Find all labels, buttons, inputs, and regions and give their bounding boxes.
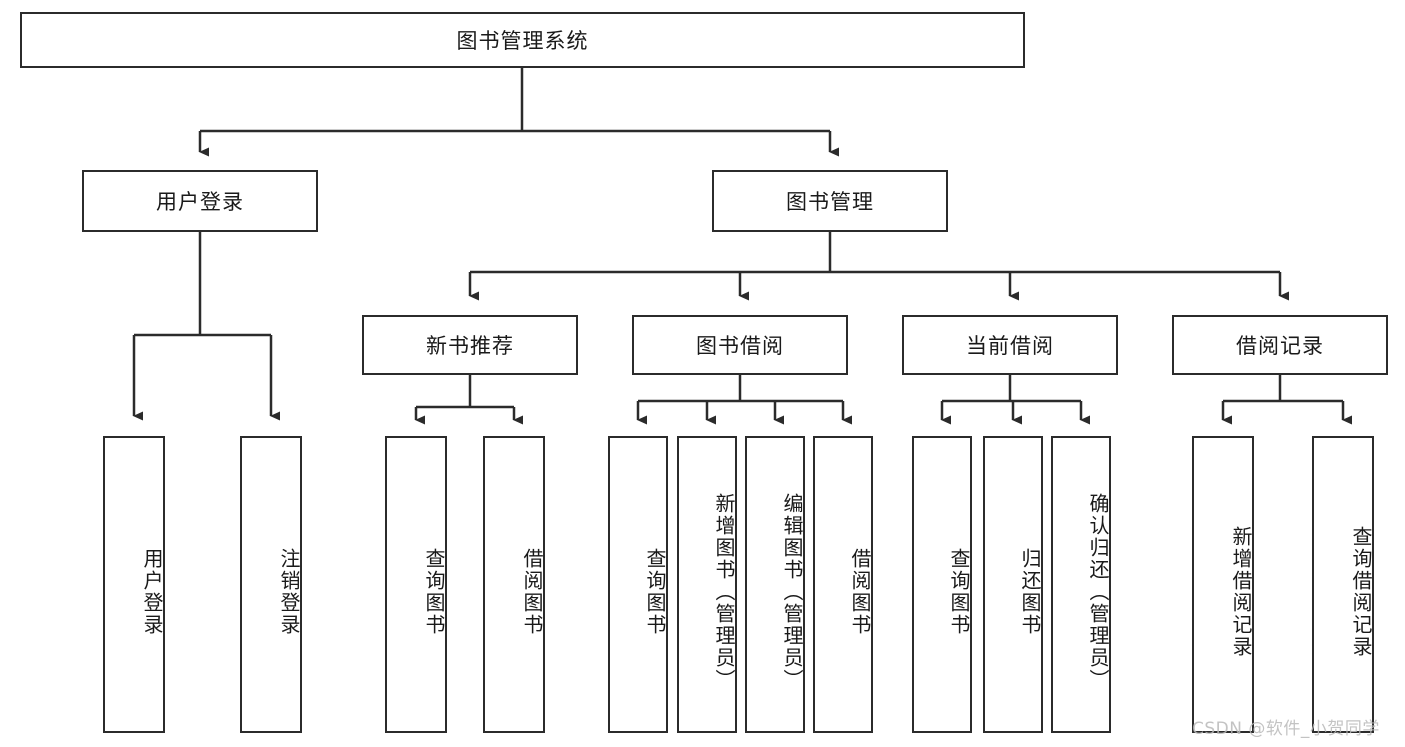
node-label: 用户登录 xyxy=(140,547,164,636)
node-book-management[interactable]: 图书管理 xyxy=(712,170,948,232)
node-label: 查询图书 xyxy=(947,547,971,636)
node-current-borrow[interactable]: 当前借阅 xyxy=(902,315,1118,375)
node-label: 图书管理系统 xyxy=(456,29,589,53)
leaf-logout[interactable]: 注销登录 xyxy=(240,436,302,733)
leaf-query-borrow-record[interactable]: 查询借阅记录 xyxy=(1312,436,1374,733)
node-label: 借阅记录 xyxy=(1236,334,1324,358)
leaf-user-login[interactable]: 用户登录 xyxy=(103,436,165,733)
node-book-borrow[interactable]: 图书借阅 xyxy=(632,315,848,375)
leaf-add-borrow-record[interactable]: 新增借阅记录 xyxy=(1192,436,1254,733)
node-label: 用户登录 xyxy=(156,190,244,214)
node-label: 新增借阅记录 xyxy=(1229,525,1253,658)
leaf-borrow-book-newbook[interactable]: 借阅图书 xyxy=(483,436,545,733)
leaf-borrow-book[interactable]: 借阅图书 xyxy=(813,436,873,733)
node-label: 注销登录 xyxy=(277,547,301,636)
node-borrow-records[interactable]: 借阅记录 xyxy=(1172,315,1388,375)
node-label: 借阅图书 xyxy=(520,547,544,636)
leaf-confirm-return-admin[interactable]: 确认归还（管理员） xyxy=(1051,436,1111,733)
node-user-login[interactable]: 用户登录 xyxy=(82,170,318,232)
leaf-query-book-newbook[interactable]: 查询图书 xyxy=(385,436,447,733)
node-label: 图书借阅 xyxy=(696,334,784,358)
node-label: 编辑图书（管理员） xyxy=(780,492,804,691)
node-label: 新书推荐 xyxy=(426,334,514,358)
leaf-add-book-admin[interactable]: 新增图书（管理员） xyxy=(677,436,737,733)
leaf-query-book-current[interactable]: 查询图书 xyxy=(912,436,972,733)
node-label: 查询借阅记录 xyxy=(1349,525,1373,658)
node-root-system[interactable]: 图书管理系统 xyxy=(20,12,1025,68)
node-new-book-recommend[interactable]: 新书推荐 xyxy=(362,315,578,375)
node-label: 图书管理 xyxy=(786,190,874,214)
leaf-query-book-borrow[interactable]: 查询图书 xyxy=(608,436,668,733)
leaf-return-book[interactable]: 归还图书 xyxy=(983,436,1043,733)
node-label: 借阅图书 xyxy=(848,547,872,636)
node-label: 查询图书 xyxy=(422,547,446,636)
node-label: 新增图书（管理员） xyxy=(712,492,736,691)
node-label: 确认归还（管理员） xyxy=(1086,492,1110,691)
leaf-edit-book-admin[interactable]: 编辑图书（管理员） xyxy=(745,436,805,733)
node-label: 查询图书 xyxy=(643,547,667,636)
node-label: 归还图书 xyxy=(1018,547,1042,636)
csdn-watermark: CSDN @软件_小贺同学 xyxy=(1192,719,1380,739)
node-label: 当前借阅 xyxy=(966,334,1054,358)
